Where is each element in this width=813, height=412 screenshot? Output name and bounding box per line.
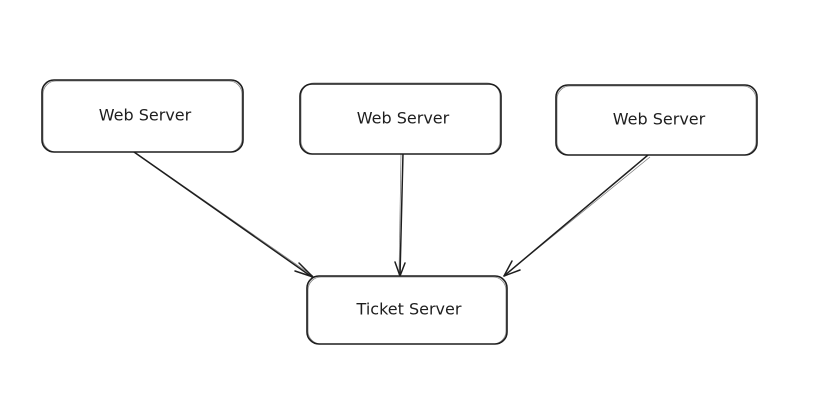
node-web-server-2: Web Server — [299, 82, 502, 155]
arrowhead-icon — [503, 260, 521, 277]
node-label: Ticket Server — [356, 300, 462, 319]
edge-web-server-2-to-ticket-server — [394, 152, 406, 277]
node-ticket-server: Ticket Server — [306, 275, 508, 345]
edge-web-server-1-to-ticket-server — [133, 151, 314, 278]
node-web-server-3: Web Server — [555, 84, 758, 156]
node-label: Web Server — [99, 106, 192, 125]
node-web-server-1: Web Server — [41, 79, 244, 153]
node-label: Web Server — [357, 109, 450, 128]
edge-web-server-3-to-ticket-server — [503, 154, 651, 277]
node-label: Web Server — [613, 110, 706, 129]
